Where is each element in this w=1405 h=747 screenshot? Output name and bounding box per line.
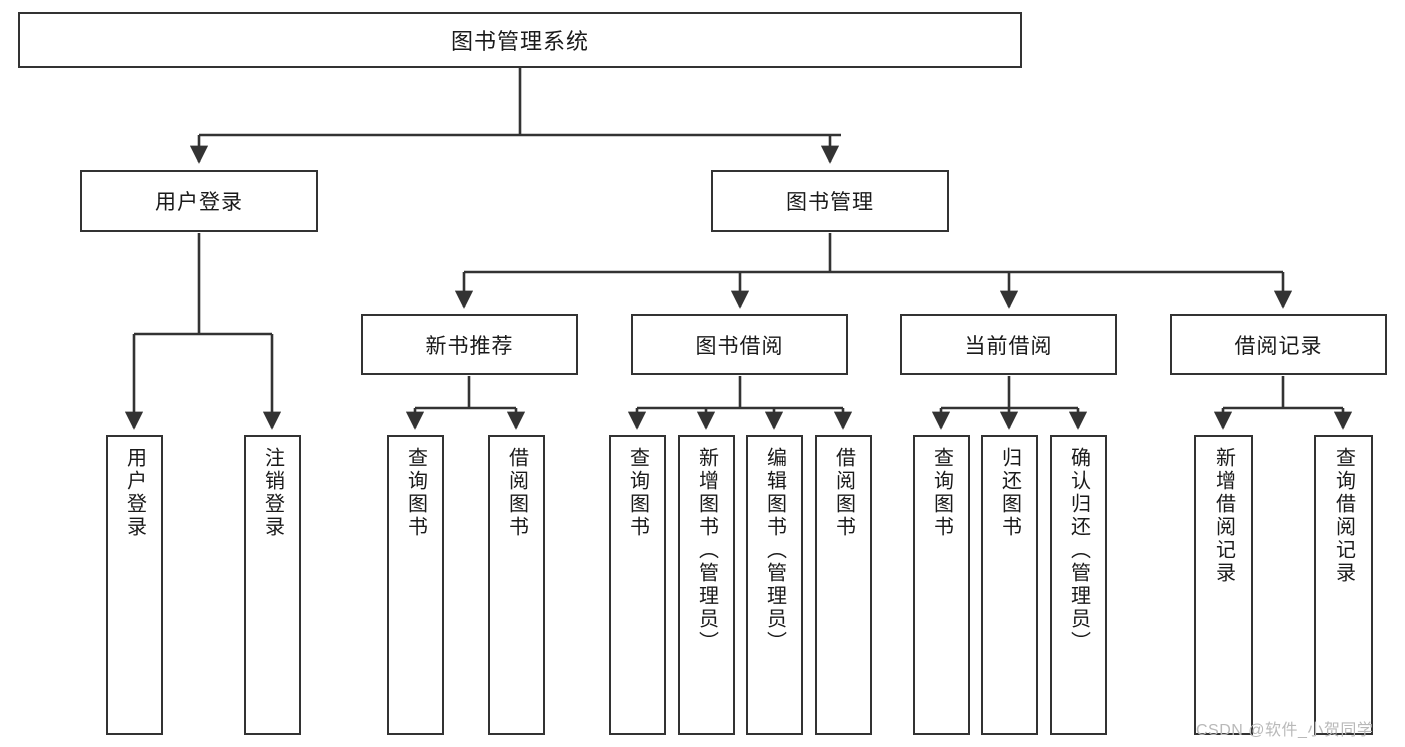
- node-leaf-confirm-return-label: 确认归还（管理员）: [1067, 447, 1090, 654]
- node-leaf-logout-login[interactable]: 注销登录: [244, 435, 301, 735]
- node-leaf-borrow-book-1-label: 借阅图书: [505, 447, 528, 539]
- node-leaf-add-record-label: 新增借阅记录: [1212, 447, 1235, 585]
- node-leaf-confirm-return[interactable]: 确认归还（管理员）: [1050, 435, 1107, 735]
- node-root[interactable]: 图书管理系统: [18, 12, 1022, 68]
- node-leaf-return-book[interactable]: 归还图书: [981, 435, 1038, 735]
- node-root-label: 图书管理系统: [450, 29, 589, 54]
- node-leaf-query-book-1-label: 查询图书: [404, 447, 427, 539]
- node-leaf-add-record[interactable]: 新增借阅记录: [1194, 435, 1253, 735]
- node-book-management-label: 图书管理: [786, 191, 874, 214]
- csdn-watermark: CSDN @软件_小贺同学: [1196, 722, 1374, 739]
- node-leaf-edit-book-label: 编辑图书（管理员）: [763, 447, 786, 654]
- node-leaf-borrow-book-2[interactable]: 借阅图书: [815, 435, 872, 735]
- node-leaf-user-login[interactable]: 用户登录: [106, 435, 163, 735]
- node-leaf-query-record[interactable]: 查询借阅记录: [1314, 435, 1373, 735]
- node-leaf-query-book-3-label: 查询图书: [930, 447, 953, 539]
- node-leaf-query-book-3[interactable]: 查询图书: [913, 435, 970, 735]
- node-new-book-recommend[interactable]: 新书推荐: [361, 314, 578, 375]
- node-book-borrow[interactable]: 图书借阅: [631, 314, 848, 375]
- node-leaf-user-login-label: 用户登录: [123, 447, 146, 539]
- node-leaf-borrow-book-2-label: 借阅图书: [832, 447, 855, 539]
- node-leaf-query-book-2-label: 查询图书: [626, 447, 649, 539]
- node-user-login-label: 用户登录: [155, 191, 243, 214]
- node-leaf-query-book-1[interactable]: 查询图书: [387, 435, 444, 735]
- node-leaf-query-record-label: 查询借阅记录: [1332, 447, 1355, 585]
- node-leaf-return-book-label: 归还图书: [998, 447, 1021, 539]
- node-book-borrow-label: 图书借阅: [695, 334, 784, 358]
- node-book-management[interactable]: 图书管理: [711, 170, 949, 232]
- node-user-login[interactable]: 用户登录: [80, 170, 318, 232]
- node-leaf-query-book-2[interactable]: 查询图书: [609, 435, 666, 735]
- node-leaf-add-book[interactable]: 新增图书（管理员）: [678, 435, 735, 735]
- node-leaf-add-book-label: 新增图书（管理员）: [695, 447, 718, 654]
- node-new-book-recommend-label: 新书推荐: [425, 334, 514, 358]
- node-current-borrow[interactable]: 当前借阅: [900, 314, 1117, 375]
- node-leaf-logout-login-label: 注销登录: [261, 447, 284, 539]
- node-current-borrow-label: 当前借阅: [964, 334, 1053, 358]
- node-leaf-edit-book[interactable]: 编辑图书（管理员）: [746, 435, 803, 735]
- node-leaf-borrow-book-1[interactable]: 借阅图书: [488, 435, 545, 735]
- node-borrow-record[interactable]: 借阅记录: [1170, 314, 1387, 375]
- node-borrow-record-label: 借阅记录: [1234, 334, 1323, 358]
